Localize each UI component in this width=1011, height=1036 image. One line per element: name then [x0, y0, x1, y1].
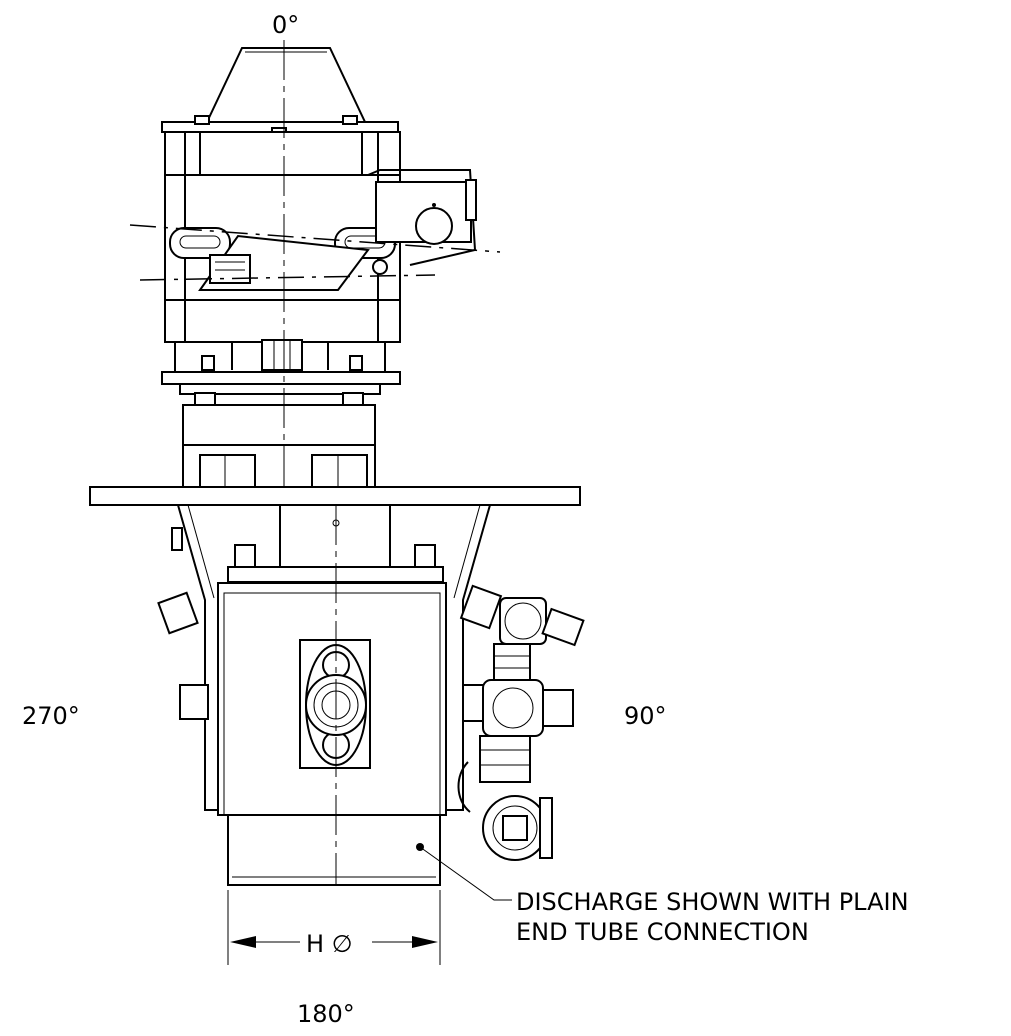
angle-label-180: 180° [297, 1000, 355, 1028]
discharge-note-line2: END TUBE CONNECTION [516, 918, 809, 946]
angle-label-270: 270° [22, 702, 80, 730]
discharge-note-line1: DISCHARGE SHOWN WITH PLAIN [516, 888, 909, 916]
discharge-callout [416, 843, 512, 901]
mounting-plate [89, 486, 581, 506]
h-diameter-dimension [227, 890, 441, 965]
h-diameter-label: H ∅ [306, 930, 353, 958]
motor-assembly [129, 47, 501, 488]
discharge-housing [157, 504, 585, 886]
angle-label-0: 0° [272, 11, 299, 39]
angle-label-90: 90° [624, 702, 667, 730]
